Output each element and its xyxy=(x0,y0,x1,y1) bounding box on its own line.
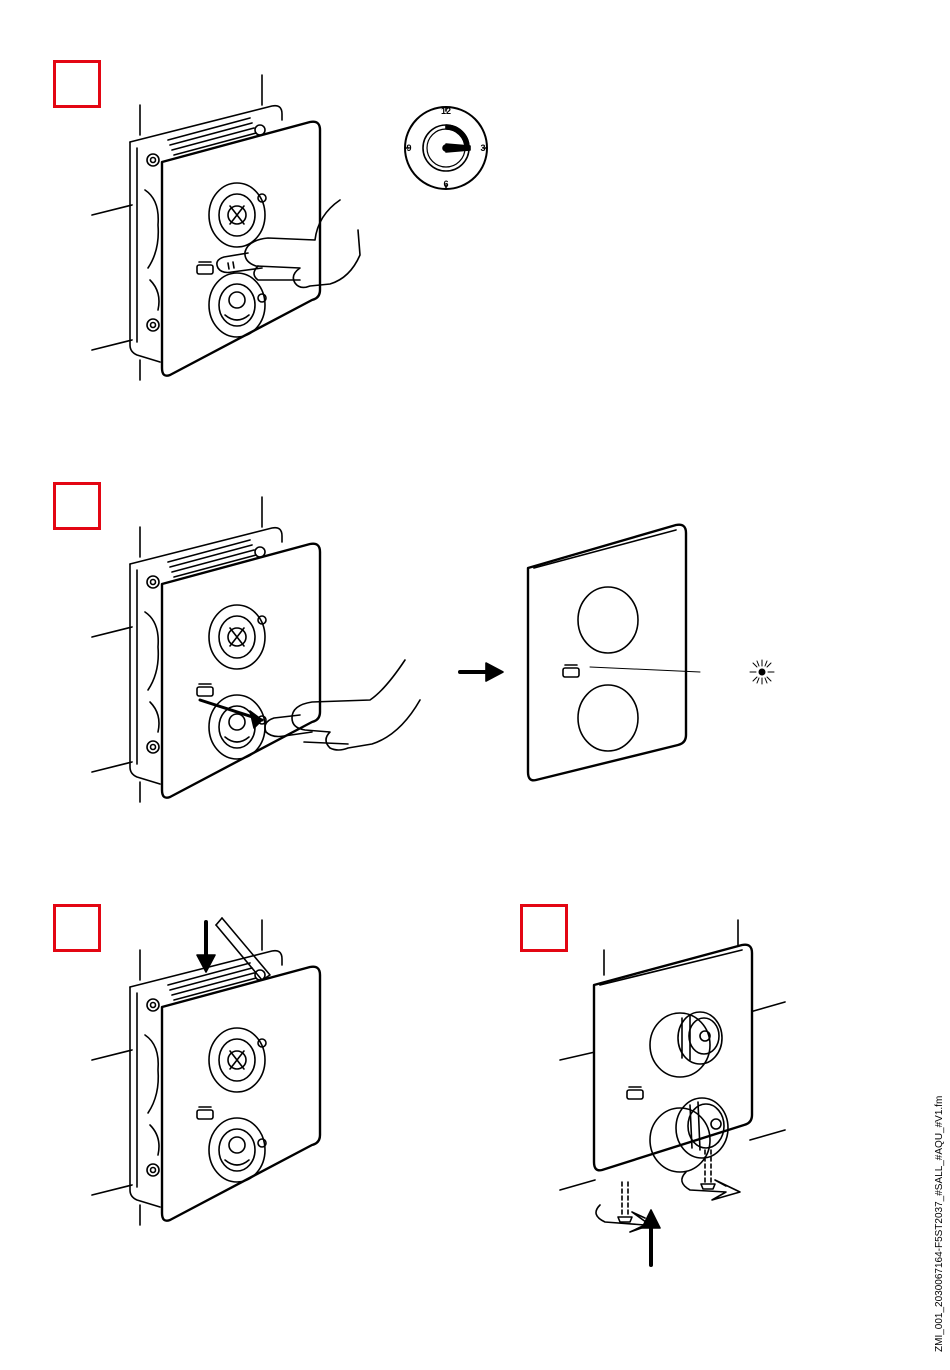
step-2-illustration xyxy=(92,497,420,802)
clock-label-12: 12 xyxy=(441,106,451,116)
cover-plate-front xyxy=(528,525,700,781)
right-arrow-head xyxy=(486,663,503,681)
clock-label-9: 9 xyxy=(406,143,411,153)
step-4-illustration xyxy=(560,920,785,1265)
step-3-illustration xyxy=(92,918,320,1225)
clock-label-3: 3 xyxy=(480,143,485,153)
led-light-icon xyxy=(750,660,774,684)
step-1-illustration xyxy=(92,75,360,380)
clock-label-6: 6 xyxy=(443,179,448,189)
clock-icon xyxy=(405,107,487,189)
document-code: ZMI_001_2030067164-F5ST2037_#SALL_#AQU_#… xyxy=(934,1096,945,1352)
